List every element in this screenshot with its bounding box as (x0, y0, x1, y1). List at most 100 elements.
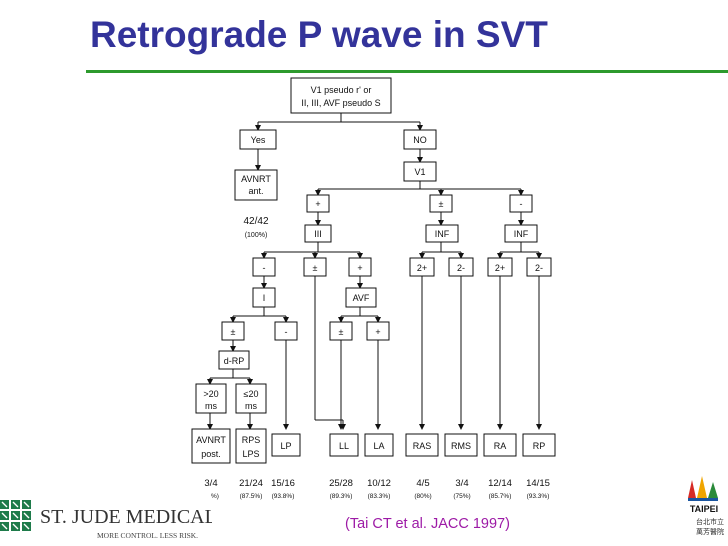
taipei-emblem-icon (688, 476, 718, 501)
i-minus-label: - (285, 327, 288, 337)
inf-right-2plus-box (487, 257, 513, 277)
inf-mid-2plus-box (409, 257, 435, 277)
root-label-line1: V1 pseudo r' or (311, 85, 372, 95)
avnrt-ant-label-1: AVNRT (241, 174, 271, 184)
v1-box (403, 161, 437, 182)
rps-lps-box (235, 428, 267, 464)
outcome-count: 4/5 (416, 478, 429, 489)
avf-plus-box (366, 321, 390, 341)
outcome-label: LPS (242, 449, 259, 459)
iii-box (304, 224, 332, 243)
ra-box (483, 433, 517, 457)
outcome-count: 3/4 (204, 478, 217, 489)
v1-plus-label: + (315, 199, 320, 209)
outcome-label: LP (280, 441, 291, 451)
outcome-label: LL (339, 441, 349, 451)
st-jude-name: ST. JUDE MEDICAL (40, 506, 212, 528)
outcome-pct: (87.5%) (240, 493, 263, 500)
v1-minus-label: - (520, 199, 523, 209)
outcome-pct: (75%) (453, 493, 470, 500)
outcome-count: 25/28 (329, 478, 353, 489)
page-title: Retrograde P wave in SVT (90, 14, 548, 55)
iii-pm-box (303, 257, 327, 277)
inf-right-box (504, 224, 538, 243)
outcome-count: 10/12 (367, 478, 391, 489)
inf-mid-box (425, 224, 459, 243)
outcome-pct: (85.7%) (489, 493, 512, 500)
outcome-pct: (80%) (414, 493, 431, 500)
outcome-count: 12/14 (488, 478, 512, 489)
inf-mid-2minus-label: 2- (457, 263, 465, 273)
inf-right-2plus-label: 2+ (495, 263, 505, 273)
iii-plus-label: + (357, 263, 362, 273)
avnrt-ant-label-2: ant. (248, 186, 263, 196)
outcome-count: 15/16 (271, 478, 295, 489)
iii-minus-label: - (263, 263, 266, 273)
inf-mid-2plus-label: 2+ (417, 263, 427, 273)
outcome-label: LA (373, 441, 384, 451)
avnrt-ant-count: 42/42 (243, 216, 268, 227)
inf-mid-2minus-box (448, 257, 474, 277)
iii-plus-box (348, 257, 372, 277)
ll-box (329, 433, 359, 457)
st-jude-mark-icon (0, 500, 31, 531)
i-pm-label: ± (231, 327, 236, 337)
ras-box (405, 433, 439, 457)
avf-plus-label: + (375, 327, 380, 337)
drp-box (218, 350, 250, 370)
v1-minus-box (509, 194, 533, 213)
outcome-pct: %) (211, 493, 219, 500)
iii-minus-box (252, 257, 276, 277)
taipei-sub-1: 台北市立 (696, 517, 724, 526)
outcome-pct: (89.3%) (330, 493, 353, 500)
no-box (403, 129, 437, 150)
flowchart-boxes (191, 77, 556, 464)
avnrt-ant-pct: (100%) (245, 232, 268, 239)
lp-box (271, 433, 301, 457)
le20-box (235, 383, 267, 414)
avnrt-post-box (191, 428, 231, 464)
i-label: I (263, 293, 266, 303)
outcome-count: 14/15 (526, 478, 550, 489)
avf-pm-box (329, 321, 353, 341)
outcome-percents: %) (87.5%) (93.8%) (89.3%) (83.3%) (80%)… (211, 493, 549, 500)
outcome-pct: (83.3%) (368, 493, 391, 500)
outcome-counts: 3/4 21/24 15/16 25/28 10/12 4/5 3/4 12/1… (204, 478, 550, 489)
le20-label-2: ms (245, 401, 257, 411)
i-box (252, 287, 276, 308)
outcome-label: RMS (451, 441, 471, 451)
st-jude-tagline: MORE CONTROL. LESS RISK. (97, 531, 198, 540)
taipei-sub-2: 萬芳醫院 (696, 527, 724, 536)
outcome-pct: (93.8%) (272, 493, 295, 500)
avf-label: AVF (353, 293, 370, 303)
inf-right-2minus-box (526, 257, 552, 277)
drp-label: d-RP (224, 356, 245, 366)
rp-box (522, 433, 556, 457)
inf-right-label: INF (514, 229, 529, 239)
outcome-pct: (93.3%) (527, 493, 550, 500)
i-minus-box (274, 321, 298, 341)
rms-box (444, 433, 478, 457)
inf-mid-label: INF (435, 229, 450, 239)
avnrt-ant-box (234, 169, 278, 201)
taipei-name: TAIPEI (690, 504, 718, 514)
v1-pm-box (429, 194, 453, 213)
flowchart-connectors (207, 113, 542, 430)
outcome-label: post. (201, 449, 221, 459)
outcome-label: RPS (242, 435, 261, 445)
avf-box (345, 287, 377, 308)
citation: (Tai CT et al. JACC 1997) (345, 516, 510, 532)
avf-pm-label: ± (339, 327, 344, 337)
st-jude-medical-logo: ST. JUDE MEDICAL MORE CONTROL. LESS RISK… (0, 500, 212, 540)
iii-label: III (314, 229, 322, 239)
la-box (364, 433, 394, 457)
outcome-label: RAS (413, 441, 432, 451)
v1-plus-box (306, 194, 330, 213)
yes-label: Yes (251, 135, 266, 145)
root-label-line2: II, III, AVF pseudo S (301, 98, 380, 108)
outcome-count: 3/4 (455, 478, 468, 489)
outcome-label: AVNRT (196, 435, 226, 445)
no-label: NO (413, 135, 427, 145)
taipei-hospital-logo: TAIPEI 台北市立 萬芳醫院 (688, 476, 724, 536)
